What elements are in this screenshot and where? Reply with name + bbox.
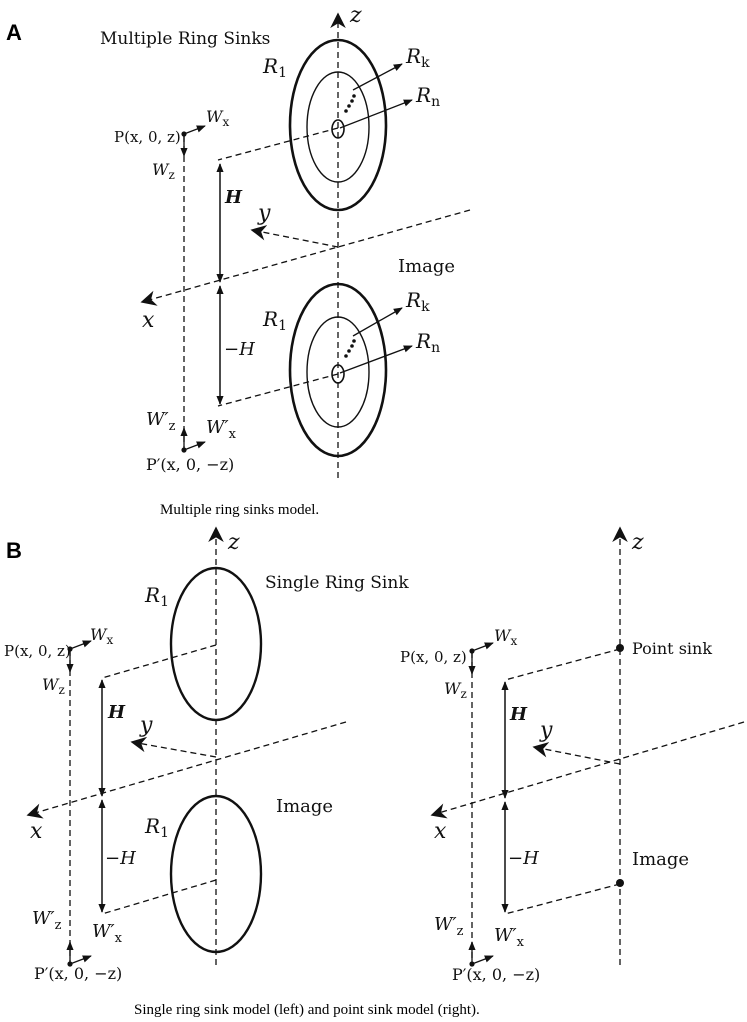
wx-label-a: Wx bbox=[206, 107, 229, 129]
rk-arrow-top bbox=[352, 63, 403, 91]
r1-label-bl-top: R1 bbox=[144, 583, 169, 610]
proj-line-bottom-bl bbox=[101, 879, 217, 915]
caption-b: Single ring sink model (left) and point … bbox=[134, 1002, 480, 1018]
ring-rk-top bbox=[306, 71, 370, 183]
y-axis-a bbox=[250, 225, 339, 248]
panel-b-left-title: Single Ring Sink bbox=[265, 573, 409, 593]
y-label-bl: y bbox=[139, 713, 153, 738]
single-ring-top bbox=[169, 566, 263, 722]
r1-label-bottom: R1 bbox=[262, 307, 287, 334]
minus-h-label-a: −H bbox=[224, 339, 255, 360]
h-label-br: H bbox=[509, 704, 528, 725]
wzp-label-a: W′z bbox=[146, 409, 176, 434]
wz-label-bl: Wz bbox=[42, 675, 65, 697]
proj-line-top-bl bbox=[101, 644, 217, 679]
image-point-dot bbox=[616, 879, 624, 887]
wz-label-a: Wz bbox=[152, 160, 175, 182]
wzp-label-br: W′z bbox=[434, 914, 464, 939]
image-label-bl: Image bbox=[276, 796, 333, 817]
rn-label-bottom: Rn bbox=[415, 329, 440, 356]
y-axis-br bbox=[532, 742, 621, 765]
image-label-a: Image bbox=[398, 256, 455, 277]
wx-label-br: Wx bbox=[494, 626, 517, 648]
z-label-bl: z bbox=[227, 530, 240, 555]
wxp-label-a: W′x bbox=[206, 417, 237, 442]
z-label-br: z bbox=[631, 530, 644, 555]
z-label-a: z bbox=[349, 3, 362, 28]
rn-label-top: Rn bbox=[415, 83, 440, 110]
rn-arrow-top bbox=[339, 99, 413, 129]
proj-line-top-br bbox=[504, 648, 621, 681]
rk-label-top: Rk bbox=[405, 44, 430, 71]
ring-rn-bottom bbox=[331, 364, 345, 384]
pp-label-br: P′(x, 0, −z) bbox=[452, 965, 540, 984]
y-axis-bl bbox=[130, 736, 217, 758]
minus-h-label-br: −H bbox=[508, 848, 539, 869]
x-label-bl: x bbox=[30, 819, 43, 844]
ring-r1-top bbox=[288, 38, 388, 212]
p-label-a: P(x, 0, z) bbox=[114, 128, 181, 146]
wzp-label-bl: W′z bbox=[32, 908, 62, 933]
y-label-br: y bbox=[539, 718, 553, 743]
ring-r1-bottom bbox=[288, 282, 388, 458]
wxp-label-bl: W′x bbox=[92, 921, 123, 946]
proj-line-bottom-br bbox=[504, 883, 621, 915]
pp-label-bl: P′(x, 0, −z) bbox=[34, 964, 122, 983]
r1-label-bl-bottom: R1 bbox=[144, 814, 169, 841]
x-axis-br bbox=[430, 721, 745, 819]
single-ring-bottom bbox=[169, 794, 263, 954]
x-axis-a bbox=[140, 209, 471, 306]
p-label-bl: P(x, 0, z) bbox=[4, 642, 71, 660]
point-sink-label: Point sink bbox=[632, 639, 712, 658]
panel-a-title: Multiple Ring Sinks bbox=[100, 29, 270, 49]
r1-label-top: R1 bbox=[262, 54, 287, 81]
x-axis-bl bbox=[26, 721, 347, 819]
wx-label-bl: Wx bbox=[90, 625, 113, 647]
pp-label-a: P′(x, 0, −z) bbox=[146, 455, 234, 474]
minus-h-label-bl: −H bbox=[105, 848, 136, 869]
panel-a-letter: A bbox=[6, 20, 22, 45]
proj-line-top-a bbox=[217, 127, 339, 161]
image-label-br: Image bbox=[632, 849, 689, 870]
ring-rn-top bbox=[331, 119, 345, 139]
wxp-label-br: W′x bbox=[494, 925, 525, 950]
ring-rk-bottom bbox=[306, 316, 370, 428]
h-label-bl: H bbox=[107, 702, 126, 723]
p-label-br: P(x, 0, z) bbox=[400, 648, 467, 666]
y-label-a: y bbox=[257, 201, 271, 226]
caption-a: Multiple ring sinks model. bbox=[160, 502, 319, 518]
x-label-a: x bbox=[142, 308, 155, 333]
x-label-br: x bbox=[434, 819, 447, 844]
rk-label-bottom: Rk bbox=[405, 288, 430, 315]
panel-b-letter: B bbox=[6, 538, 22, 563]
point-sink-dot bbox=[616, 644, 624, 652]
h-label-a: H bbox=[224, 187, 243, 208]
wz-label-br: Wz bbox=[444, 679, 467, 701]
proj-line-bottom-a bbox=[217, 373, 339, 407]
